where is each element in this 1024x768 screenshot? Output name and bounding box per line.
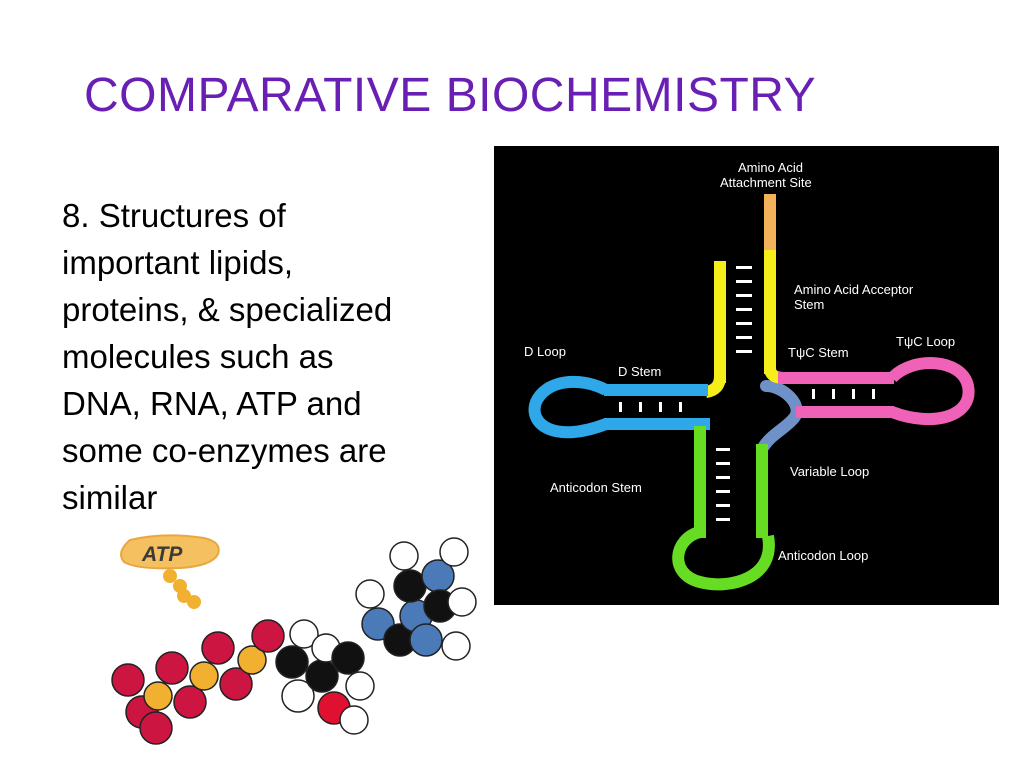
d-stem-lower-strand (604, 418, 710, 430)
slide-title: COMPARATIVE BIOCHEMISTRY (84, 69, 817, 122)
label-d-loop: D Loop (524, 344, 566, 359)
atp-molecule-illustration: ATP (108, 528, 480, 750)
acceptor-stem-left-strand (714, 261, 726, 383)
label-attachment-site: Attachment Site (720, 175, 812, 190)
label-tpsic-loop: TψC Loop (896, 334, 955, 349)
body-line: 8. Structures of (62, 197, 286, 234)
tpsic-loop (887, 357, 975, 426)
anticodon-stem-left-strand (694, 426, 706, 538)
atp-badge-label: ATP (141, 543, 183, 566)
label-d-stem: D Stem (618, 364, 661, 379)
atp-badge-icon (120, 534, 220, 570)
body-line: some co-enzymes are (62, 432, 387, 469)
label-acceptor-stem: Amino Acid Acceptor (794, 282, 914, 297)
attachment-site-strand (764, 194, 776, 250)
trna-diagram: Amino Acid Attachment Site Amino Acid Ac… (494, 146, 999, 605)
label-variable-loop: Variable Loop (790, 464, 869, 479)
variable-loop (758, 380, 803, 452)
body-line: similar (62, 479, 158, 516)
atp-tail-dots (163, 569, 201, 609)
d-stem-upper-strand (604, 384, 708, 396)
acceptor-stem-left-bend (704, 375, 726, 398)
label-anticodon-loop: Anticodon Loop (778, 548, 868, 563)
atp-molecule-svg: ATP (111, 534, 477, 745)
acceptor-stem-right-strand (764, 248, 776, 374)
atp-molecule-atoms (111, 537, 477, 745)
d-loop (528, 375, 609, 439)
anticodon-loop (672, 526, 775, 591)
label-attachment-site: Amino Acid (738, 160, 803, 175)
body-line: important lipids, (62, 244, 294, 281)
tpsic-stem-upper-strand (778, 372, 894, 384)
body-line: proteins, & specialized (62, 291, 393, 328)
trna-diagram-svg: Amino Acid Attachment Site Amino Acid Ac… (524, 160, 975, 591)
base-pair-ticks (619, 266, 875, 521)
body-line: molecules such as (62, 338, 334, 375)
body-line: DNA, RNA, ATP and (62, 385, 362, 422)
body-text: 8. Structures of important lipids, prote… (62, 192, 482, 521)
label-acceptor-stem: Stem (794, 297, 824, 312)
tpsic-stem-lower-strand (796, 406, 894, 418)
label-tpsic-stem: TψC Stem (788, 345, 849, 360)
anticodon-stem-right-strand (756, 444, 768, 538)
label-anticodon-stem: Anticodon Stem (550, 480, 642, 495)
